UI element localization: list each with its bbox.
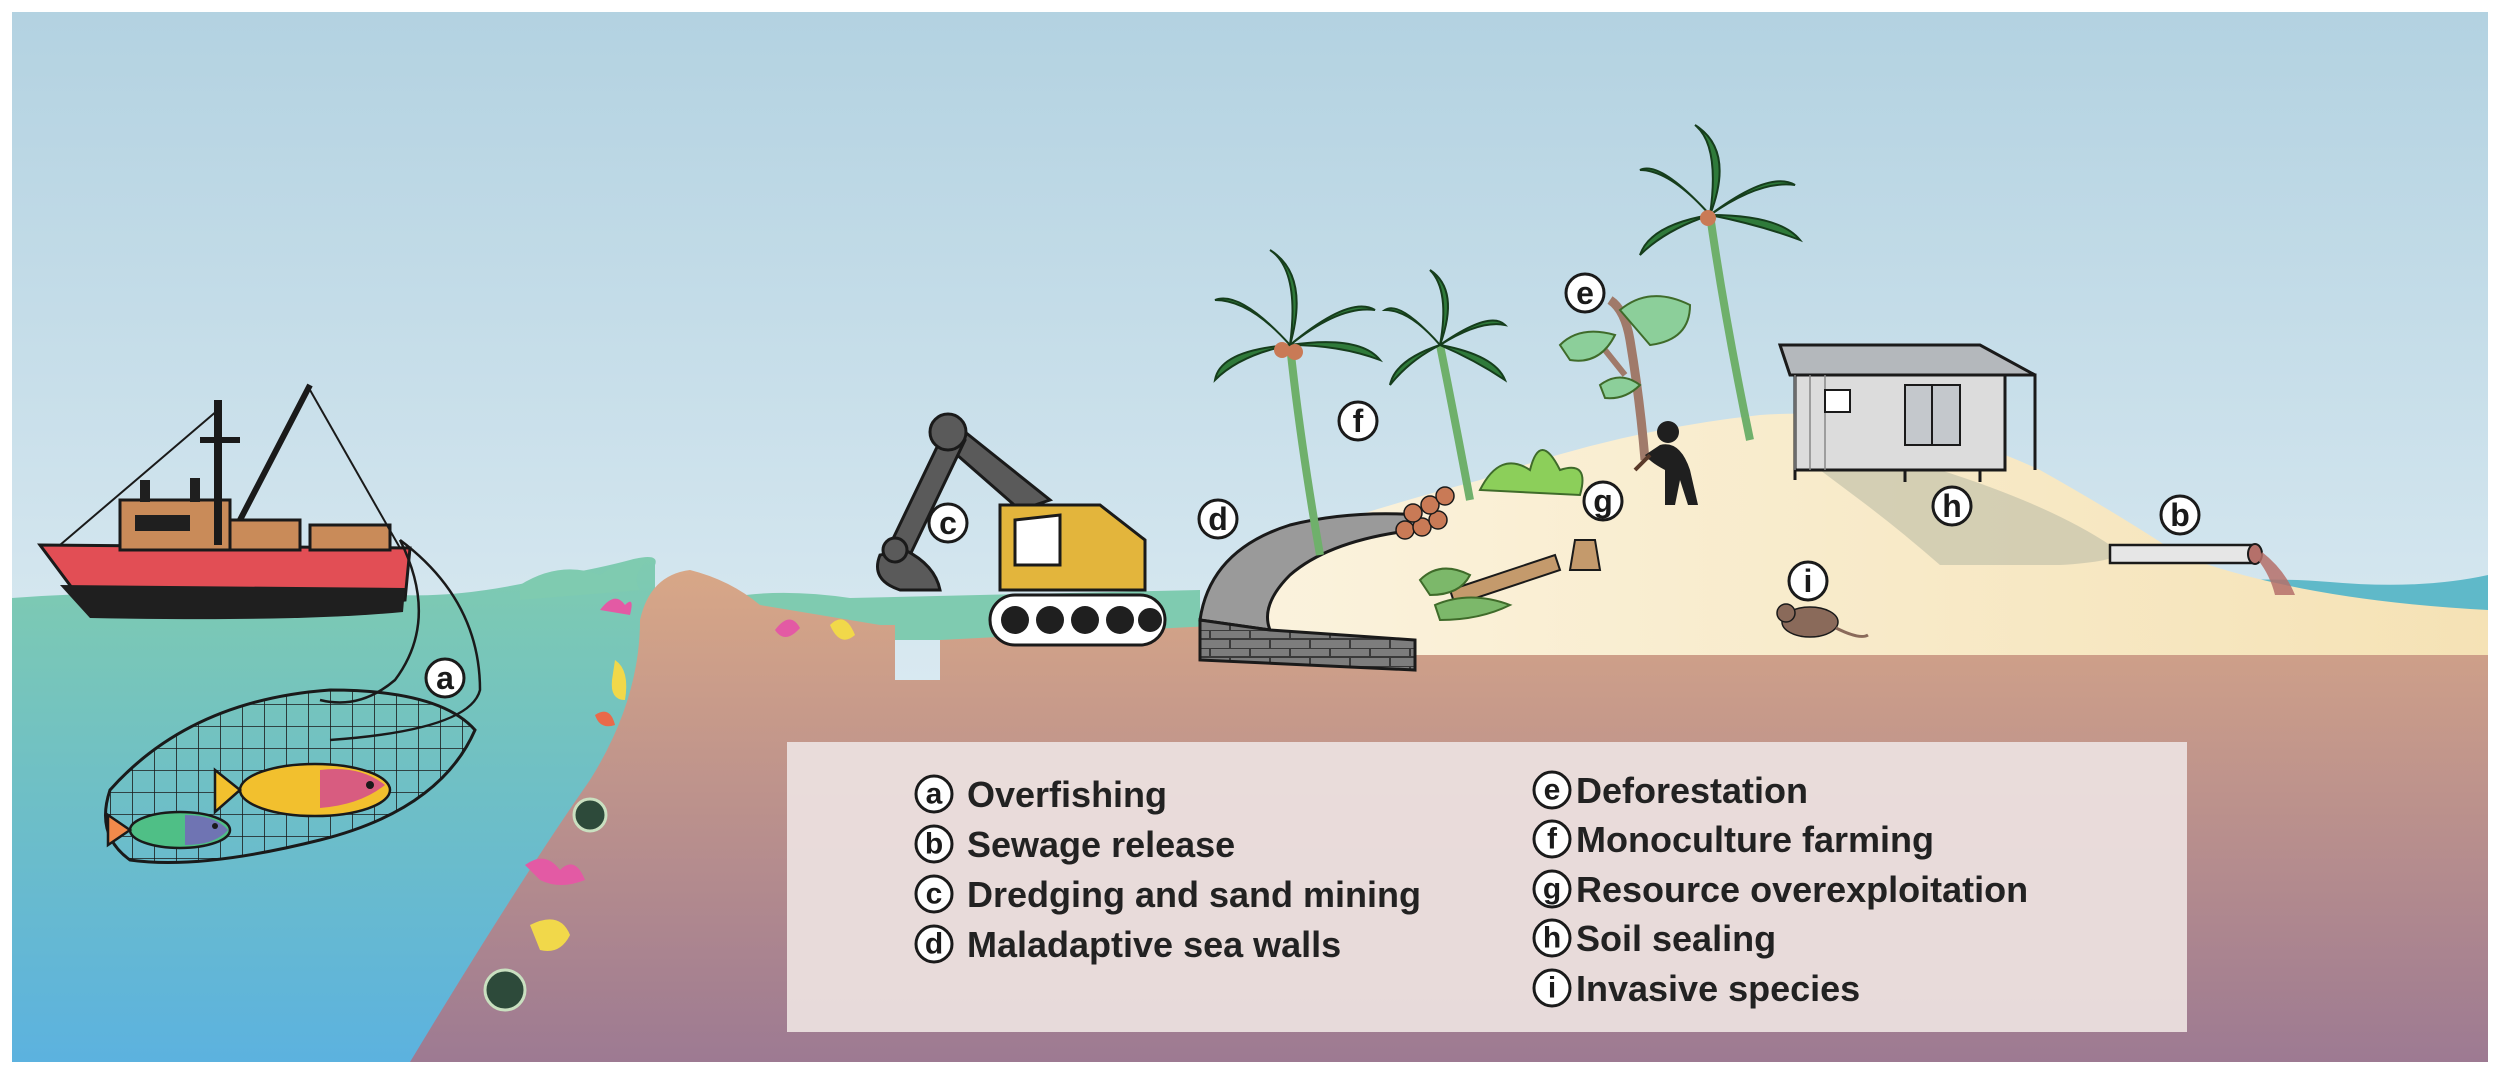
marker-a: a [426, 659, 464, 697]
marker-f: f [1339, 402, 1377, 440]
marker-c-label: c [939, 505, 957, 541]
legend-label-i: Invasive species [1576, 968, 1860, 1009]
legend-label-a: Overfishing [967, 774, 1167, 815]
legend-letter-c: c [926, 878, 943, 911]
marker-c: c [929, 504, 967, 542]
legend-label-d: Maladaptive sea walls [967, 924, 1341, 965]
legend-label-g: Resource overexploitation [1576, 869, 2028, 910]
legend-letter-i: i [1548, 972, 1556, 1005]
marker-f-label: f [1353, 403, 1364, 439]
legend-letter-h: h [1543, 922, 1561, 955]
marker-b-label: b [2170, 497, 2190, 533]
legend-item-c: c Dredging and sand mining [916, 874, 1421, 915]
marker-d: d [1199, 500, 1237, 538]
legend-item-g: g Resource overexploitation [1534, 869, 2028, 910]
marker-h: h [1933, 487, 1971, 525]
legend-letter-e: e [1544, 774, 1561, 807]
legend-letter-f: f [1547, 823, 1558, 856]
marker-a-label: a [436, 660, 454, 696]
legend-label-b: Sewage release [967, 824, 1235, 865]
legend-letter-b: b [925, 828, 943, 861]
marker-g: g [1584, 482, 1622, 520]
legend-item-e: e Deforestation [1534, 770, 1808, 811]
legend-label-f: Monoculture farming [1576, 819, 1934, 860]
legend-label-h: Soil sealing [1576, 918, 1776, 959]
marker-b: b [2161, 496, 2199, 534]
marker-e: e [1566, 274, 1604, 312]
legend-letter-a: a [926, 778, 943, 811]
marker-i-label: i [1804, 563, 1813, 599]
legend-box: a Overfishing b Sewage release c Dredgin… [787, 742, 2187, 1032]
legend-item-d: d Maladaptive sea walls [916, 924, 1341, 965]
marker-i: i [1789, 562, 1827, 600]
legend-label-e: Deforestation [1576, 770, 1808, 811]
house [1780, 345, 2035, 482]
legend-letter-g: g [1543, 873, 1561, 906]
marker-h-label: h [1942, 488, 1962, 524]
marker-g-label: g [1593, 483, 1613, 519]
legend-item-i: i Invasive species [1534, 968, 1860, 1009]
legend-item-f: f Monoculture farming [1534, 819, 1934, 860]
legend-label-c: Dredging and sand mining [967, 874, 1421, 915]
marker-e-label: e [1576, 275, 1594, 311]
legend-letter-d: d [925, 928, 943, 961]
marker-d-label: d [1208, 501, 1228, 537]
